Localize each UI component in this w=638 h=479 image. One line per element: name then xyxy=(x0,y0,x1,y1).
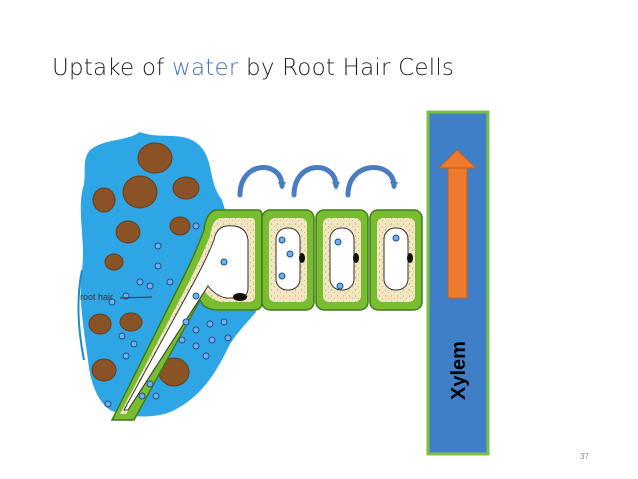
xylem-label: Xylem xyxy=(448,341,470,400)
water-molecule xyxy=(193,293,199,299)
water-molecule xyxy=(287,251,293,257)
soil-particle xyxy=(92,359,116,381)
page-number: 37 xyxy=(580,452,589,461)
water-molecule xyxy=(203,353,209,359)
water-molecule xyxy=(139,393,145,399)
soil-particle xyxy=(138,143,172,173)
water-molecule xyxy=(221,319,227,325)
curved-arrow-icon xyxy=(348,168,394,195)
soil-particle xyxy=(123,176,157,208)
cortex-cell xyxy=(316,210,368,310)
water-molecule xyxy=(225,335,231,341)
soil-particle xyxy=(93,188,115,212)
water-molecule xyxy=(337,283,343,289)
water-molecule xyxy=(279,273,285,279)
water-molecule xyxy=(119,333,125,339)
curved-arrow-icon xyxy=(240,168,282,195)
water-molecule xyxy=(193,223,199,229)
water-molecule xyxy=(131,341,137,347)
soil-particle xyxy=(89,314,111,334)
cortex-cell xyxy=(370,210,422,310)
water-molecule xyxy=(279,237,285,243)
water-molecule xyxy=(193,327,199,333)
water-molecule xyxy=(167,279,173,285)
water-molecule xyxy=(393,235,399,241)
water-molecule xyxy=(153,393,159,399)
water-molecule xyxy=(155,243,161,249)
water-molecule xyxy=(221,259,227,265)
soil-particle xyxy=(120,313,142,331)
soil-particle xyxy=(116,221,140,243)
root-hair-nucleus xyxy=(233,293,247,301)
water-molecule xyxy=(179,337,185,343)
water-molecule xyxy=(209,337,215,343)
water-molecule xyxy=(123,353,129,359)
water-molecule xyxy=(155,263,161,269)
water-molecule xyxy=(183,319,189,325)
cortex-cells xyxy=(262,210,422,310)
soil-particle xyxy=(173,177,199,199)
water-molecule xyxy=(105,401,111,407)
root-hair-label: root hair xyxy=(80,292,113,302)
cortex-cell xyxy=(262,210,314,310)
water-flow-arrows xyxy=(240,168,394,195)
curved-arrow-icon xyxy=(294,168,336,195)
soil-particle xyxy=(170,217,190,235)
water-molecule xyxy=(147,381,153,387)
water-molecule xyxy=(193,343,199,349)
water-molecule xyxy=(137,279,143,285)
water-molecule xyxy=(335,239,341,245)
water-molecule xyxy=(207,321,213,327)
xylem-arrow-shaft xyxy=(448,166,467,298)
soil-particle xyxy=(105,254,123,270)
water-molecule xyxy=(147,283,153,289)
